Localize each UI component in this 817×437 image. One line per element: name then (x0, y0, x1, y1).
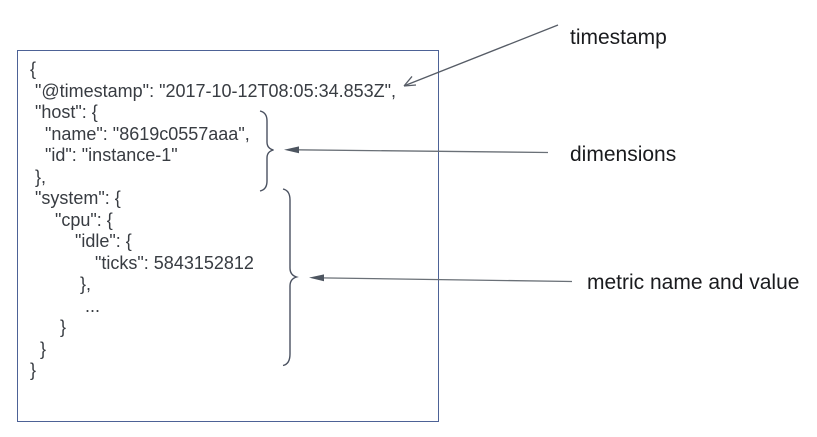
json-code: { "@timestamp": "2017-10-12T08:05:34.853… (30, 59, 397, 380)
json-document-box (17, 50, 439, 422)
metric-name-and-value-label: metric name and value (587, 271, 800, 294)
dimensions-label: dimensions (570, 143, 677, 166)
timestamp-label: timestamp (570, 26, 667, 49)
